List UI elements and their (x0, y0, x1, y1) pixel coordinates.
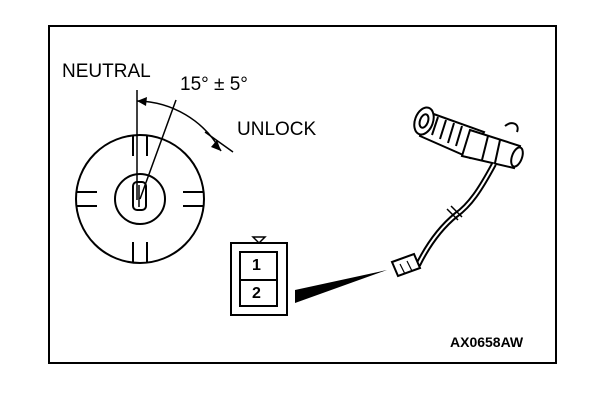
figure-code: AX0658AW (450, 334, 524, 350)
key-cylinder-front-view (75, 134, 205, 264)
switch-housing (460, 128, 522, 170)
projection-wedge (295, 270, 387, 303)
neutral-label: NEUTRAL (62, 61, 151, 82)
cylinder-outer-ring (75, 134, 205, 264)
rotation-arc (136, 100, 222, 152)
connector-face (230, 236, 288, 316)
harness-connector (390, 252, 422, 278)
connector-lock-tab (251, 236, 267, 245)
key-cylinder-assembly (390, 106, 524, 278)
angle-label: 15° ± 5° (180, 74, 248, 95)
cylinder-inner-ring (114, 173, 166, 225)
unlock-leader-line (204, 131, 234, 153)
connector-pin-2: 2 (252, 285, 261, 302)
rotation-angle-indicator (136, 90, 234, 200)
connector-pin-1: 1 (252, 257, 261, 274)
unlock-label: UNLOCK (237, 119, 317, 140)
key-turned-line (139, 99, 177, 200)
key-slot (132, 181, 147, 211)
